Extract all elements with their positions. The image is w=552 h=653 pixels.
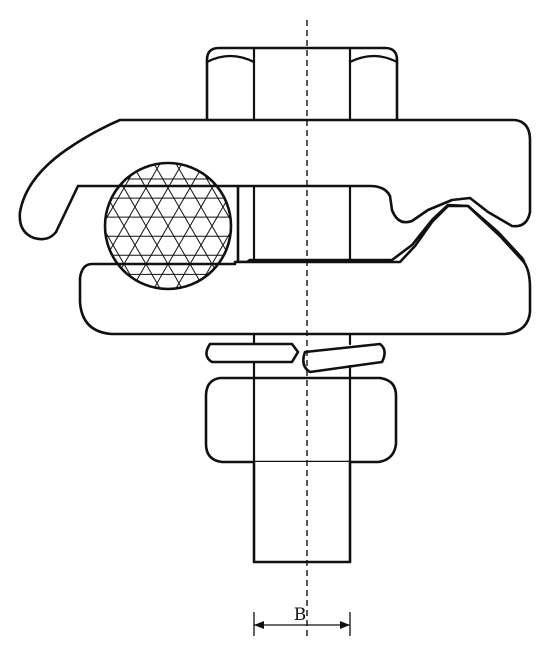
bolt-head: [205, 46, 399, 125]
spring-washer: [205, 342, 386, 374]
upper-clamp-body: [18, 118, 532, 274]
dimension-label: B: [294, 605, 307, 625]
bolt-end: [252, 460, 352, 564]
hex-nut: [204, 376, 398, 464]
bolt-shank-upper: [252, 184, 352, 264]
dimension-b: B: [253, 605, 351, 636]
lower-clamp-body: [78, 204, 532, 336]
bolt-shank-middle: [252, 332, 352, 380]
